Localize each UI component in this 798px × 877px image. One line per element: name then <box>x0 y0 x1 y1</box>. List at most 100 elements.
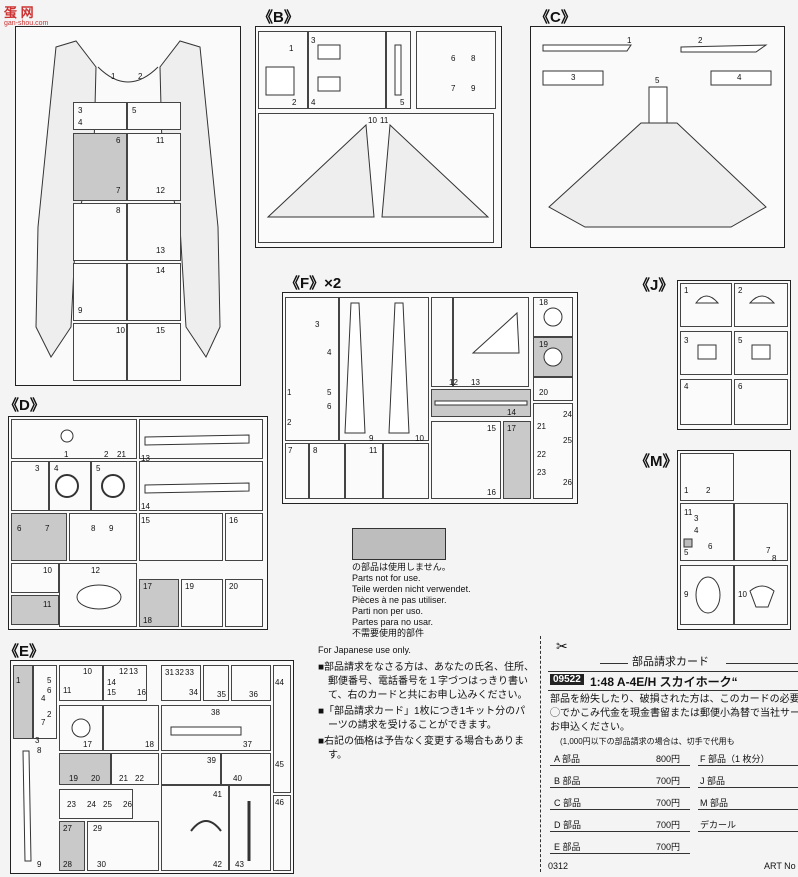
part-number: 13 <box>129 667 138 676</box>
part-number: 11 <box>369 446 378 455</box>
part-number: 3 <box>694 514 699 523</box>
price-value: 700円 <box>656 798 681 808</box>
part-cell-j2 <box>734 283 788 327</box>
part-number: 4 <box>311 98 316 107</box>
part-number: 3 <box>35 736 40 745</box>
price-value: 800円 <box>656 754 681 764</box>
part-cell-9 <box>73 263 127 321</box>
part-number: 20 <box>91 774 100 783</box>
part-number: 27 <box>63 824 72 833</box>
sheet-label-j: 《J》 <box>635 277 674 294</box>
part-cell-d15 <box>139 513 223 561</box>
part-cell-j1 <box>680 283 732 327</box>
part-cell-f7 <box>285 443 309 499</box>
part-number: 14 <box>107 678 116 687</box>
part-cell-f8 <box>309 443 345 499</box>
part-number: 3 <box>684 336 689 345</box>
sheet-f: 1 2 3 4 5 6 7 8 9 10 11 12 13 14 15 16 1… <box>282 292 578 504</box>
part-cell-e21-22 <box>111 753 159 785</box>
notes-line: ■「部品請求カード」1枚につき1キット分のパ <box>318 706 526 717</box>
sheet-label-f: 《F》×2 <box>285 275 342 292</box>
part-number: 4 <box>41 694 46 703</box>
part-number: 8 <box>91 524 96 533</box>
sheet-label-d: 《D》 <box>4 397 45 414</box>
part-number: 8 <box>471 54 476 63</box>
price-part2: デカール <box>700 820 737 830</box>
part-cell-e10-11 <box>59 665 103 701</box>
part-number: 37 <box>243 740 252 749</box>
part-cell-d10 <box>11 563 59 593</box>
part-number: 32 <box>175 668 184 677</box>
part-number: 26 <box>563 478 572 487</box>
part-number: 13 <box>141 454 150 463</box>
part-number: 5 <box>684 548 689 557</box>
part-number: 30 <box>97 860 106 869</box>
part-number: 19 <box>185 582 194 591</box>
part-number: 20 <box>539 388 548 397</box>
part-cell-11-12 <box>127 133 181 201</box>
part-number: 15 <box>156 326 165 335</box>
part-cell-m9 <box>680 565 734 625</box>
part-number: 34 <box>189 688 198 697</box>
price-part2: F 部品（1 枚分） <box>700 754 770 764</box>
part-cell-f12 <box>431 297 453 387</box>
notes-line: ーツの請求を受けることができます。 <box>318 720 497 731</box>
part-number: 15 <box>107 688 116 697</box>
part-cell-j6 <box>734 379 788 425</box>
part-number: 14 <box>141 502 150 511</box>
m-part-shapes <box>683 538 775 614</box>
part-cell-e1 <box>13 665 33 739</box>
part-number: 2 <box>138 72 143 81</box>
part-cell-m7 <box>734 503 788 561</box>
legend-line: 不需要使用的部件 <box>352 628 425 638</box>
part-number: 15 <box>141 516 150 525</box>
part-number: 7 <box>116 186 121 195</box>
part-cell-d8-9 <box>69 513 137 561</box>
price-part: E 部品 <box>554 842 581 852</box>
part-cell-d20 <box>225 579 263 627</box>
part-number: 13 <box>471 378 480 387</box>
part-number: 17 <box>83 740 92 749</box>
part-number: 1 <box>16 676 21 685</box>
part-cell-e27-28 <box>59 821 85 871</box>
part-number: 1 <box>111 72 116 81</box>
legend-line: Teile werden nicht verwendet. <box>352 584 471 594</box>
sheet-label-b: 《B》 <box>258 9 299 26</box>
part-number: 2 <box>698 36 703 45</box>
part-number: 24 <box>87 800 96 809</box>
part-number: 38 <box>211 708 220 717</box>
part-number: 18 <box>143 616 152 625</box>
price-rule <box>550 787 690 788</box>
part-cell-15 <box>127 323 181 381</box>
price-rule <box>698 787 798 788</box>
part-number: 1 <box>627 36 632 45</box>
sheet-c: 1 2 3 4 5 <box>530 26 785 248</box>
part-number: 1 <box>684 486 689 495</box>
legend-line: Parti non per uso. <box>352 606 424 616</box>
part-number: 40 <box>233 774 242 783</box>
part-cell-d6-7 <box>11 513 67 561</box>
part-number: 11 <box>63 686 72 695</box>
part-cell-d3 <box>11 461 49 511</box>
part-number: 9 <box>369 434 374 443</box>
part-number: 4 <box>737 73 742 82</box>
part-number: 19 <box>539 340 548 349</box>
legend-line: の部品は使用しません。 <box>352 562 451 572</box>
notes-line: す。 <box>318 750 347 761</box>
part-number: 29 <box>93 824 102 833</box>
part-number: 18 <box>539 298 548 307</box>
part-number: 16 <box>137 688 146 697</box>
wing-half-parts <box>265 44 490 218</box>
part-number: 11 <box>380 116 389 125</box>
part-cell-e18 <box>103 705 159 751</box>
part-cell-b6-9 <box>416 31 496 109</box>
part-cell-b3-4 <box>308 31 386 109</box>
part-number: 7 <box>451 84 456 93</box>
f-part-shapes <box>344 302 563 434</box>
part-cell-f20 <box>533 377 573 401</box>
part-number: 21 <box>117 450 126 459</box>
notes-line: ■右記の価格は予告なく変更する場合もありま <box>318 736 525 747</box>
part-cell-d17-18 <box>139 579 179 627</box>
part-number: 12 <box>449 378 458 387</box>
footer-code: 0312 <box>548 861 569 871</box>
